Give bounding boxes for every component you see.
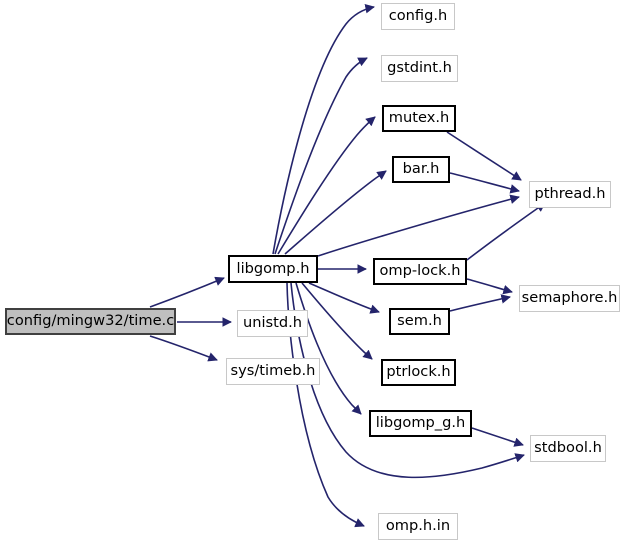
node-sys-timeb-h[interactable]: sys/timeb.h xyxy=(226,358,320,385)
node-omp-h-in[interactable]: omp.h.in xyxy=(378,513,458,540)
node-label: omp.h.in xyxy=(385,517,451,535)
node-mutex-h[interactable]: mutex.h xyxy=(382,105,456,132)
node-label: omp-lock.h xyxy=(379,262,461,280)
node-label: ptrlock.h xyxy=(386,363,451,381)
node-omp-lock-h[interactable]: omp-lock.h xyxy=(373,258,467,285)
edge-libgomp_h-ptrlock_h xyxy=(301,282,373,360)
edge-libgomp_h-gstdint_h xyxy=(274,57,368,255)
edge-libgomp_h-sem_h xyxy=(308,282,380,314)
edge-mutex_h-pthread_h xyxy=(446,131,522,181)
node-label: pthread.h xyxy=(534,185,606,203)
node-config-mingw32-time-c[interactable]: config/mingw32/time.c xyxy=(5,308,176,335)
edge-libgomp_h-bar_h xyxy=(284,170,387,255)
edge-libgomp_h-mutex_h xyxy=(277,116,376,255)
node-label: unistd.h xyxy=(242,314,303,332)
node-label: sem.h xyxy=(397,312,442,330)
edge-omp_lock_h-semaphore_h xyxy=(466,278,513,295)
node-label: libgomp_g.h xyxy=(375,414,466,432)
node-gstdint-h[interactable]: gstdint.h xyxy=(381,55,458,82)
edge-libgomp_h-stdbool_h xyxy=(290,282,525,479)
edge-time_c-libgomp_h xyxy=(149,276,225,308)
edge-time_c-sys_timeb_h xyxy=(149,335,218,362)
node-label: mutex.h xyxy=(388,109,450,127)
edge-libgomp_g_h-stdbool_h xyxy=(471,427,524,447)
node-pthread-h[interactable]: pthread.h xyxy=(529,181,611,208)
node-libgomp-g-h[interactable]: libgomp_g.h xyxy=(369,410,472,437)
node-unistd-h[interactable]: unistd.h xyxy=(237,310,308,337)
node-sem-h[interactable]: sem.h xyxy=(389,308,450,335)
node-label: config.h xyxy=(388,7,448,25)
edge-libgomp_h-pthread_h xyxy=(317,194,520,257)
edge-sem_h-semaphore_h xyxy=(449,294,511,312)
edge-libgomp_h-config_h xyxy=(272,3,375,255)
edge-omp_lock_h-pthread_h xyxy=(466,202,546,261)
node-label: config/mingw32/time.c xyxy=(6,312,175,330)
node-config-h[interactable]: config.h xyxy=(381,3,455,30)
edge-libgomp_h-libgomp_g_h xyxy=(295,282,362,415)
edge-bar_h-pthread_h xyxy=(449,172,520,194)
node-ptrlock-h[interactable]: ptrlock.h xyxy=(381,359,456,386)
node-libgomp-h[interactable]: libgomp.h xyxy=(228,255,318,283)
node-label: libgomp.h xyxy=(236,259,310,277)
node-label: stdbool.h xyxy=(534,439,602,457)
node-bar-h[interactable]: bar.h xyxy=(392,156,450,183)
node-label: semaphore.h xyxy=(521,289,618,307)
node-stdbool-h[interactable]: stdbool.h xyxy=(530,435,606,462)
node-label: sys/timeb.h xyxy=(230,362,316,380)
node-label: bar.h xyxy=(402,160,440,178)
node-label: gstdint.h xyxy=(387,59,452,77)
node-semaphore-h[interactable]: semaphore.h xyxy=(519,285,620,312)
